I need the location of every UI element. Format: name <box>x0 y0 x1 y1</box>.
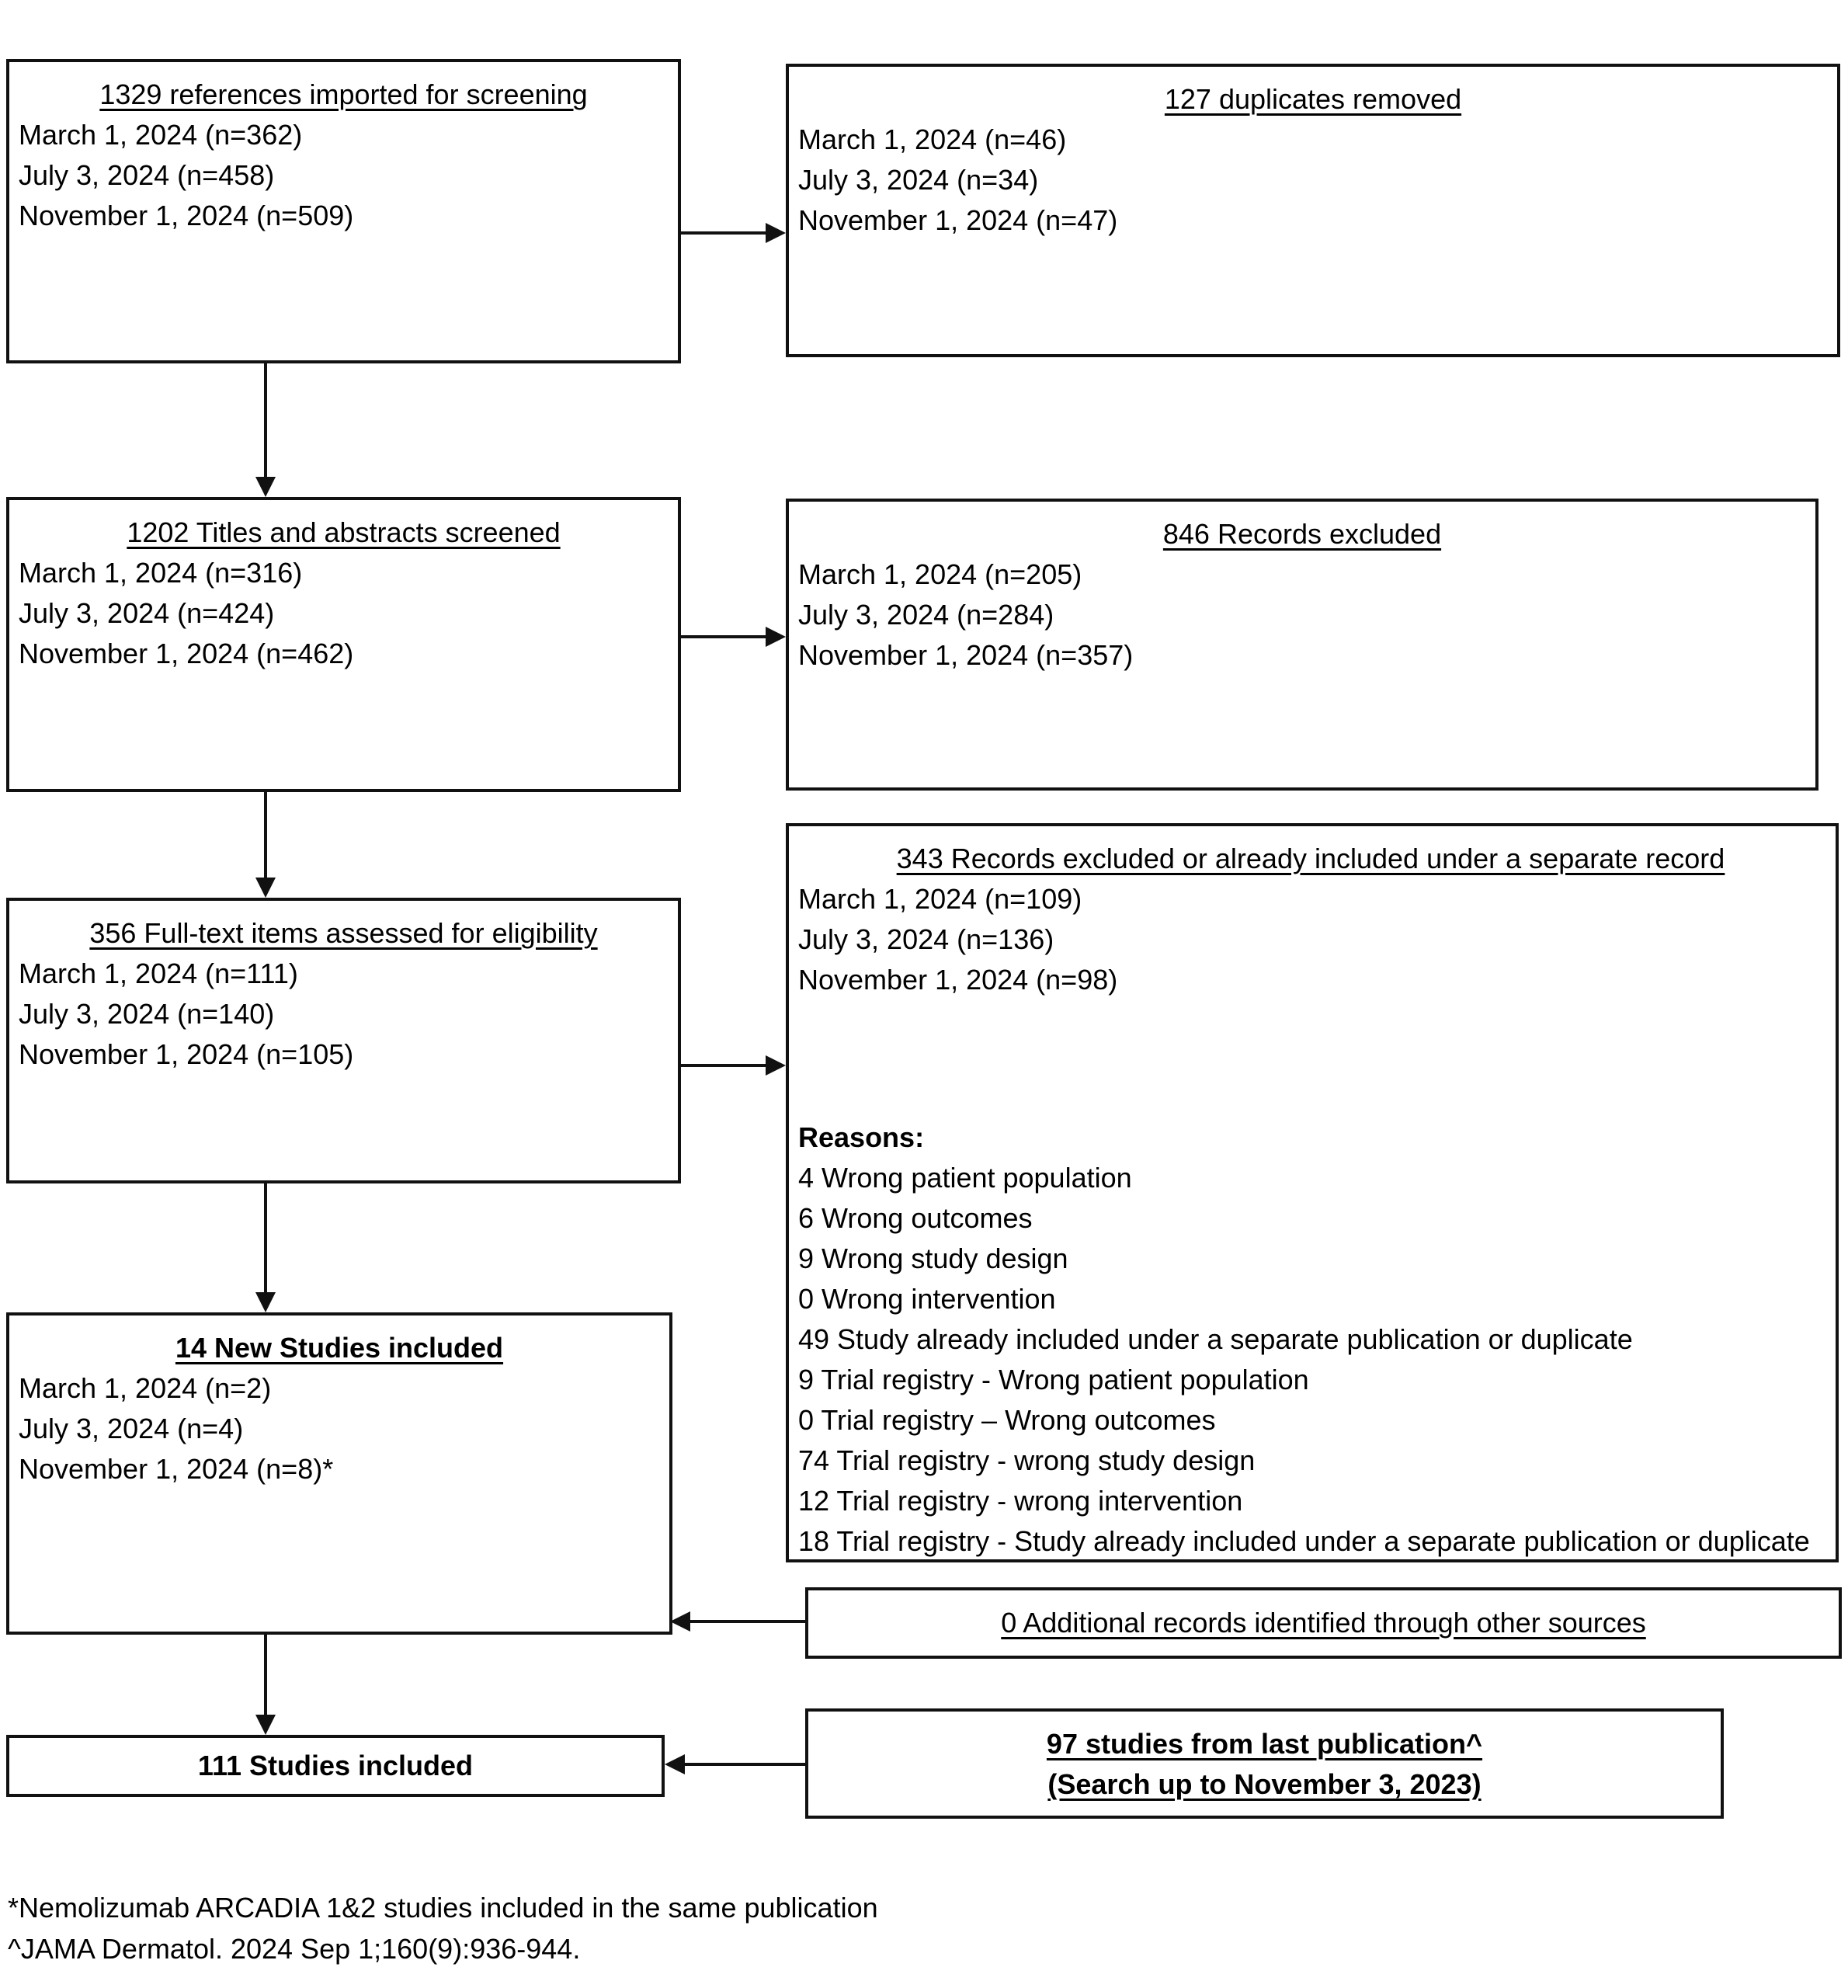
date-line: March 1, 2024 (n=205) <box>798 558 1082 590</box>
box-last-publication: 97 studies from last publication^ (Searc… <box>805 1708 1724 1819</box>
box-references-imported-title: 1329 references imported for screening <box>99 78 588 110</box>
arrow-additional-to-new-studies-shaft <box>690 1620 805 1623</box>
reason-line: 74 Trial registry - wrong study design <box>798 1444 1256 1476</box>
date-line: March 1, 2024 (n=111) <box>19 958 298 989</box>
box-new-studies-included: 14 New Studies included March 1, 2024 (n… <box>6 1312 672 1635</box>
arrow-last-publication-to-studies-included-head <box>665 1754 685 1774</box>
date-line: July 3, 2024 (n=140) <box>19 998 275 1030</box>
date-line: July 3, 2024 (n=4) <box>19 1413 244 1444</box>
box-references-imported: 1329 references imported for screening M… <box>6 59 681 363</box>
date-line: November 1, 2024 (n=357) <box>798 639 1134 671</box>
footnote-caret: ^JAMA Dermatol. 2024 Sep 1;160(9):936-94… <box>8 1933 581 1965</box>
box-last-publication-title-line2: (Search up to November 3, 2023) <box>1047 1768 1482 1800</box>
box-fulltext-assessed: 356 Full-text items assessed for eligibi… <box>6 898 681 1183</box>
date-line: July 3, 2024 (n=34) <box>798 164 1039 196</box>
arrow-additional-to-new-studies-head <box>670 1611 690 1632</box>
arrow-fulltext-to-new-studies-shaft <box>264 1183 267 1292</box>
date-line: March 1, 2024 (n=46) <box>798 123 1067 155</box>
box-excluded-or-included-title: 343 Records excluded or already included… <box>896 843 1725 874</box>
arrow-last-publication-to-studies-included-shaft <box>685 1763 805 1766</box>
box-titles-abstracts-screened-title: 1202 Titles and abstracts screened <box>127 516 561 548</box>
reason-line: 9 Trial registry - Wrong patient populat… <box>798 1364 1309 1395</box>
box-last-publication-title-line1: 97 studies from last publication^ <box>1046 1728 1483 1760</box>
footnote-asterisk: *Nemolizumab ARCADIA 1&2 studies include… <box>8 1892 878 1924</box>
spacer <box>789 1000 1832 1117</box>
box-duplicates-removed: 127 duplicates removed March 1, 2024 (n=… <box>786 64 1840 357</box>
arrow-fulltext-to-new-studies-head <box>255 1292 276 1312</box>
date-line: November 1, 2024 (n=8)* <box>19 1453 334 1485</box>
box-records-excluded-title: 846 Records excluded <box>1162 518 1442 550</box>
arrow-screened-to-fulltext-shaft <box>264 792 267 878</box>
reason-line: 0 Trial registry – Wrong outcomes <box>798 1404 1216 1436</box>
reason-line: 12 Trial registry - wrong intervention <box>798 1485 1243 1517</box>
reasons-label: Reasons: <box>798 1121 925 1153</box>
box-additional-records: 0 Additional records identified through … <box>805 1587 1842 1659</box>
date-line: March 1, 2024 (n=316) <box>19 557 303 589</box>
box-additional-records-title: 0 Additional records identified through … <box>1001 1607 1646 1639</box>
arrow-screened-to-fulltext-head <box>255 878 276 898</box>
date-line: November 1, 2024 (n=98) <box>798 964 1118 996</box>
arrow-screened-to-excluded-head <box>766 627 786 647</box>
date-line: March 1, 2024 (n=362) <box>19 119 303 151</box>
box-studies-included: 111 Studies included <box>6 1735 665 1797</box>
box-titles-abstracts-screened: 1202 Titles and abstracts screened March… <box>6 497 681 792</box>
arrow-fulltext-to-excluded-or-included-head <box>766 1055 786 1076</box>
date-line: March 1, 2024 (n=2) <box>19 1372 272 1404</box>
date-line: July 3, 2024 (n=284) <box>798 599 1054 631</box>
date-line: July 3, 2024 (n=458) <box>19 159 275 191</box>
arrow-fulltext-to-excluded-or-included-shaft <box>681 1064 766 1067</box>
box-fulltext-assessed-title: 356 Full-text items assessed for eligibi… <box>89 917 598 949</box>
box-new-studies-included-title: 14 New Studies included <box>175 1332 504 1364</box>
arrow-imported-to-screened-shaft <box>264 363 267 477</box>
box-duplicates-removed-title: 127 duplicates removed <box>1164 83 1462 115</box>
arrow-imported-to-duplicates-shaft <box>681 231 766 235</box>
reason-line: 18 Trial registry - Study already includ… <box>798 1525 1810 1557</box>
arrow-screened-to-excluded-shaft <box>681 635 766 638</box>
date-line: November 1, 2024 (n=47) <box>798 204 1118 236</box>
arrow-new-studies-to-studies-included-shaft <box>264 1635 267 1715</box>
box-studies-included-title: 111 Studies included <box>197 1750 474 1781</box>
date-line: July 3, 2024 (n=424) <box>19 597 275 629</box>
box-excluded-or-included: 343 Records excluded or already included… <box>786 823 1839 1562</box>
date-line: November 1, 2024 (n=509) <box>19 200 354 231</box>
date-line: July 3, 2024 (n=136) <box>798 923 1054 955</box>
arrow-new-studies-to-studies-included-head <box>255 1715 276 1735</box>
date-line: March 1, 2024 (n=109) <box>798 883 1082 915</box>
arrow-imported-to-screened-head <box>255 477 276 497</box>
box-records-excluded: 846 Records excluded March 1, 2024 (n=20… <box>786 499 1818 791</box>
date-line: November 1, 2024 (n=105) <box>19 1038 354 1070</box>
reason-line: 0 Wrong intervention <box>798 1283 1056 1315</box>
reason-line: 9 Wrong study design <box>798 1242 1068 1274</box>
date-line: November 1, 2024 (n=462) <box>19 638 354 669</box>
reason-line: 49 Study already included under a separa… <box>798 1323 1633 1355</box>
reason-line: 6 Wrong outcomes <box>798 1202 1033 1234</box>
arrow-imported-to-duplicates-head <box>766 223 786 243</box>
reason-line: 4 Wrong patient population <box>798 1162 1132 1194</box>
